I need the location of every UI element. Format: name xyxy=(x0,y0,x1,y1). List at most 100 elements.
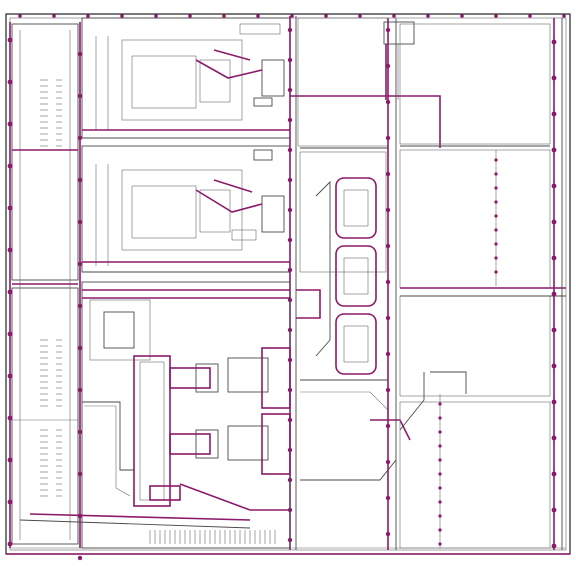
bolt xyxy=(77,555,83,561)
hole xyxy=(494,270,498,274)
cable-mounting-holes xyxy=(438,158,498,546)
bolt xyxy=(551,435,557,441)
busbar-compartment xyxy=(290,17,441,481)
outer-cabinet-frame xyxy=(5,13,571,555)
bolt xyxy=(551,327,557,333)
hole xyxy=(494,172,498,176)
bolt xyxy=(7,331,13,337)
bolt xyxy=(287,207,293,213)
bolt xyxy=(358,14,362,18)
hole xyxy=(438,416,442,420)
hole xyxy=(438,500,442,504)
bolt xyxy=(385,99,391,105)
bolt xyxy=(385,135,391,141)
left-side-rail xyxy=(7,22,83,561)
bolt xyxy=(77,93,83,99)
bolt xyxy=(551,147,557,153)
breaker-heat-ribs xyxy=(149,530,276,544)
bolt xyxy=(385,495,391,501)
bolt xyxy=(287,267,293,273)
hole xyxy=(438,402,442,406)
bolt xyxy=(385,351,391,357)
hole xyxy=(494,200,498,204)
bolt xyxy=(551,39,557,45)
bolt xyxy=(324,14,328,18)
bolt xyxy=(7,541,13,547)
hole xyxy=(438,514,442,518)
hole xyxy=(494,158,498,162)
bolt xyxy=(551,183,557,189)
low-voltage-column xyxy=(11,23,79,545)
bolt xyxy=(287,177,293,183)
bolt xyxy=(287,117,293,123)
bolt xyxy=(222,14,226,18)
bolt xyxy=(7,37,13,43)
bolt xyxy=(7,373,13,379)
bolt xyxy=(385,459,391,465)
bolt xyxy=(7,247,13,253)
bolt xyxy=(460,14,464,18)
bolt xyxy=(7,163,13,169)
bolt xyxy=(426,14,430,18)
bolt xyxy=(154,14,158,18)
bolt xyxy=(551,507,557,513)
bolt xyxy=(385,531,391,537)
bolt xyxy=(287,147,293,153)
bolt xyxy=(385,279,391,285)
hole xyxy=(438,542,442,546)
bolt xyxy=(77,303,83,309)
bolt xyxy=(86,14,90,18)
bolt xyxy=(7,415,13,421)
bolt xyxy=(77,177,83,183)
bolt xyxy=(385,243,391,249)
rail-bolts xyxy=(385,27,557,549)
bolt xyxy=(77,387,83,393)
hole xyxy=(438,444,442,448)
bolt xyxy=(287,87,293,93)
bolt xyxy=(494,14,498,18)
hole xyxy=(438,528,442,532)
bolt xyxy=(77,219,83,225)
bolt xyxy=(385,63,391,69)
top-edge-bolts xyxy=(18,14,566,18)
bolt xyxy=(7,205,13,211)
cable-compartment xyxy=(385,18,566,550)
hole xyxy=(438,486,442,490)
hole xyxy=(438,458,442,462)
bolt xyxy=(551,291,557,297)
bolt xyxy=(77,51,83,57)
bolt xyxy=(551,471,557,477)
hole xyxy=(494,228,498,232)
current-transformers xyxy=(335,177,377,375)
bolt xyxy=(385,315,391,321)
bolt xyxy=(120,14,124,18)
breaker-compartment xyxy=(19,281,291,549)
bolt xyxy=(52,14,56,18)
bolt xyxy=(551,363,557,369)
bolt xyxy=(551,111,557,117)
hole xyxy=(494,214,498,218)
terminal-strips xyxy=(40,79,62,497)
bolt xyxy=(77,429,83,435)
bolt xyxy=(77,261,83,267)
hole xyxy=(494,256,498,260)
bolt xyxy=(562,14,566,18)
bolt xyxy=(385,171,391,177)
bolt xyxy=(7,457,13,463)
middle-compartment xyxy=(81,145,291,273)
bolt xyxy=(385,387,391,393)
bolt xyxy=(290,14,294,18)
bolt xyxy=(287,57,293,63)
bolt xyxy=(551,255,557,261)
bolt xyxy=(392,14,396,18)
bolt xyxy=(551,75,557,81)
bolt xyxy=(551,543,557,549)
hole xyxy=(438,430,442,434)
bolt xyxy=(287,27,293,33)
bolt xyxy=(256,14,260,18)
bolt xyxy=(77,135,83,141)
bolt xyxy=(385,27,391,33)
bolt xyxy=(7,289,13,295)
bolt xyxy=(7,499,13,505)
